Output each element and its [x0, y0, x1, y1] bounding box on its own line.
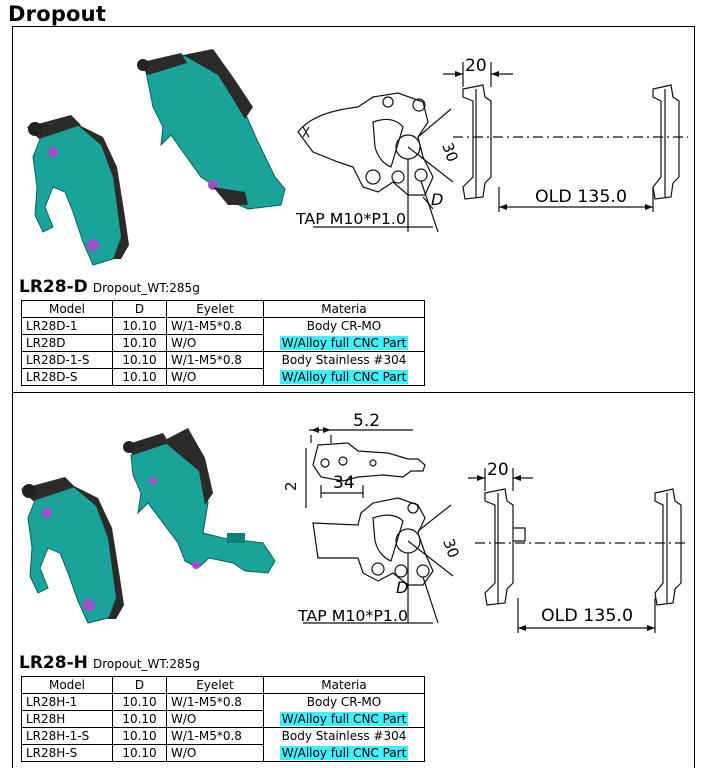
table-row: LR28D 10.10 W/O W/Alloy full CNC Part — [21, 334, 425, 352]
cell-model: LR28D-1-S — [21, 351, 113, 369]
table-header-row: Model D Eyelet Materia — [21, 676, 425, 694]
lr28-h-dim-2: 2 — [282, 481, 300, 491]
cell-d: 10.10 — [112, 334, 167, 352]
lr28-d-old-label: OLD 135.0 — [535, 187, 627, 207]
lr28-h-model-name: LR28-H — [19, 653, 88, 673]
header-d: D — [112, 300, 167, 318]
lr28-d-render-large — [137, 49, 286, 210]
cell-eyelet: W/O — [166, 334, 264, 352]
header-eyelet: Eyelet — [166, 300, 264, 318]
cell-model: LR28D-S — [21, 368, 113, 386]
cell-model: LR28H-S — [21, 744, 113, 762]
cell-material: Body CR-MO — [263, 317, 425, 335]
lr28-d-dim-angle: 30 — [438, 140, 461, 164]
cell-eyelet: W/O — [166, 710, 264, 728]
cell-eyelet: W/O — [166, 744, 264, 762]
table-header-row: Model D Eyelet Materia — [21, 300, 425, 318]
lr28-h-front-view — [468, 468, 689, 633]
lr28-d-render-small — [27, 115, 129, 266]
header-model: Model — [21, 676, 113, 694]
lr28-h-side-view — [303, 497, 454, 624]
cell-eyelet: W/1-M5*0.8 — [166, 317, 264, 335]
lr28-d-drawing: 30 D TAP M10*P1.0 20 OLD 135.0 — [27, 49, 688, 266]
table-row: LR28H-1-S 10.10 W/1-M5*0.8 Body Stainles… — [21, 727, 425, 745]
cell-eyelet: W/1-M5*0.8 — [166, 351, 264, 369]
cell-material: W/Alloy full CNC Part — [263, 710, 425, 728]
lr28-h-dim-34: 34 — [333, 473, 355, 493]
table-row: LR28D-S 10.10 W/O W/Alloy full CNC Part — [21, 368, 425, 386]
cell-d: 10.10 — [112, 727, 167, 745]
table-row: LR28H 10.10 W/O W/Alloy full CNC Part — [21, 710, 425, 728]
lr28-d-heading: LR28-D Dropout_WT:285g — [19, 277, 200, 297]
header-d: D — [112, 676, 167, 694]
section-lr28-d: 30 D TAP M10*P1.0 20 OLD 135.0 LR28-D Dr… — [12, 26, 695, 393]
lr28-h-dim-angle: 30 — [439, 536, 462, 560]
cell-d: 10.10 — [112, 744, 167, 762]
lr28-h-dim-d: D — [396, 578, 408, 597]
cell-model: LR28H-1-S — [21, 727, 113, 745]
lr28-h-old-label: OLD 135.0 — [541, 606, 633, 626]
lr28-h-dim-5-2: 5.2 — [353, 411, 380, 431]
cell-material: W/Alloy full CNC Part — [263, 744, 425, 762]
section-lr28-h: 5.2 2 34 30 D TAP M10*P1.0 — [12, 392, 695, 768]
header-eyelet: Eyelet — [166, 676, 264, 694]
lr28-d-tap-label: TAP M10*P1.0 — [295, 210, 406, 228]
lr28-h-top-view — [305, 429, 426, 508]
lr28-d-dim-d: D — [431, 190, 443, 209]
lr28-d-front-view — [443, 62, 688, 212]
table-row: LR28D-1 10.10 W/1-M5*0.8 Body CR-MO — [21, 317, 425, 335]
cell-material: Body CR-MO — [263, 693, 425, 711]
lr28-h-render-large — [123, 428, 276, 574]
lr28-d-dim-20: 20 — [465, 56, 487, 76]
header-material: Materia — [263, 676, 425, 694]
lr28-h-spec-table: Model D Eyelet Materia LR28H-1 10.10 W/1… — [21, 676, 425, 762]
cell-d: 10.10 — [112, 317, 167, 335]
cell-d: 10.10 — [112, 710, 167, 728]
lr28-h-dim-20: 20 — [487, 460, 509, 480]
lr28-h-tap-label: TAP M10*P1.0 — [297, 607, 408, 625]
cell-material: W/Alloy full CNC Part — [263, 334, 425, 352]
cell-eyelet: W/1-M5*0.8 — [166, 727, 264, 745]
lr28-d-model-name: LR28-D — [19, 277, 88, 297]
cell-d: 10.10 — [112, 368, 167, 386]
lr28-d-spec-table: Model D Eyelet Materia LR28D-1 10.10 W/1… — [21, 300, 425, 386]
cell-model: LR28D-1 — [21, 317, 113, 335]
cell-d: 10.10 — [112, 351, 167, 369]
cell-model: LR28H-1 — [21, 693, 113, 711]
page-title: Dropout — [8, 2, 107, 26]
cell-material: Body Stainless #304 — [263, 727, 425, 745]
lr28-d-side-view — [297, 92, 454, 233]
cell-eyelet: W/1-M5*0.8 — [166, 693, 264, 711]
table-row: LR28H-1 10.10 W/1-M5*0.8 Body CR-MO — [21, 693, 425, 711]
cell-model: LR28H — [21, 710, 113, 728]
lr28-h-render-small — [21, 477, 124, 624]
cell-material: Body Stainless #304 — [263, 351, 425, 369]
header-model: Model — [21, 300, 113, 318]
cell-model: LR28D — [21, 334, 113, 352]
header-material: Materia — [263, 300, 425, 318]
cell-material: W/Alloy full CNC Part — [263, 368, 425, 386]
lr28-d-weight: Dropout_WT:285g — [92, 281, 200, 295]
lr28-h-drawing: 5.2 2 34 30 D TAP M10*P1.0 — [21, 411, 689, 633]
lr28-h-weight: Dropout_WT:285g — [92, 657, 200, 671]
cell-eyelet: W/O — [166, 368, 264, 386]
lr28-h-heading: LR28-H Dropout_WT:285g — [19, 653, 200, 673]
table-row: LR28H-S 10.10 W/O W/Alloy full CNC Part — [21, 744, 425, 762]
table-row: LR28D-1-S 10.10 W/1-M5*0.8 Body Stainles… — [21, 351, 425, 369]
cell-d: 10.10 — [112, 693, 167, 711]
